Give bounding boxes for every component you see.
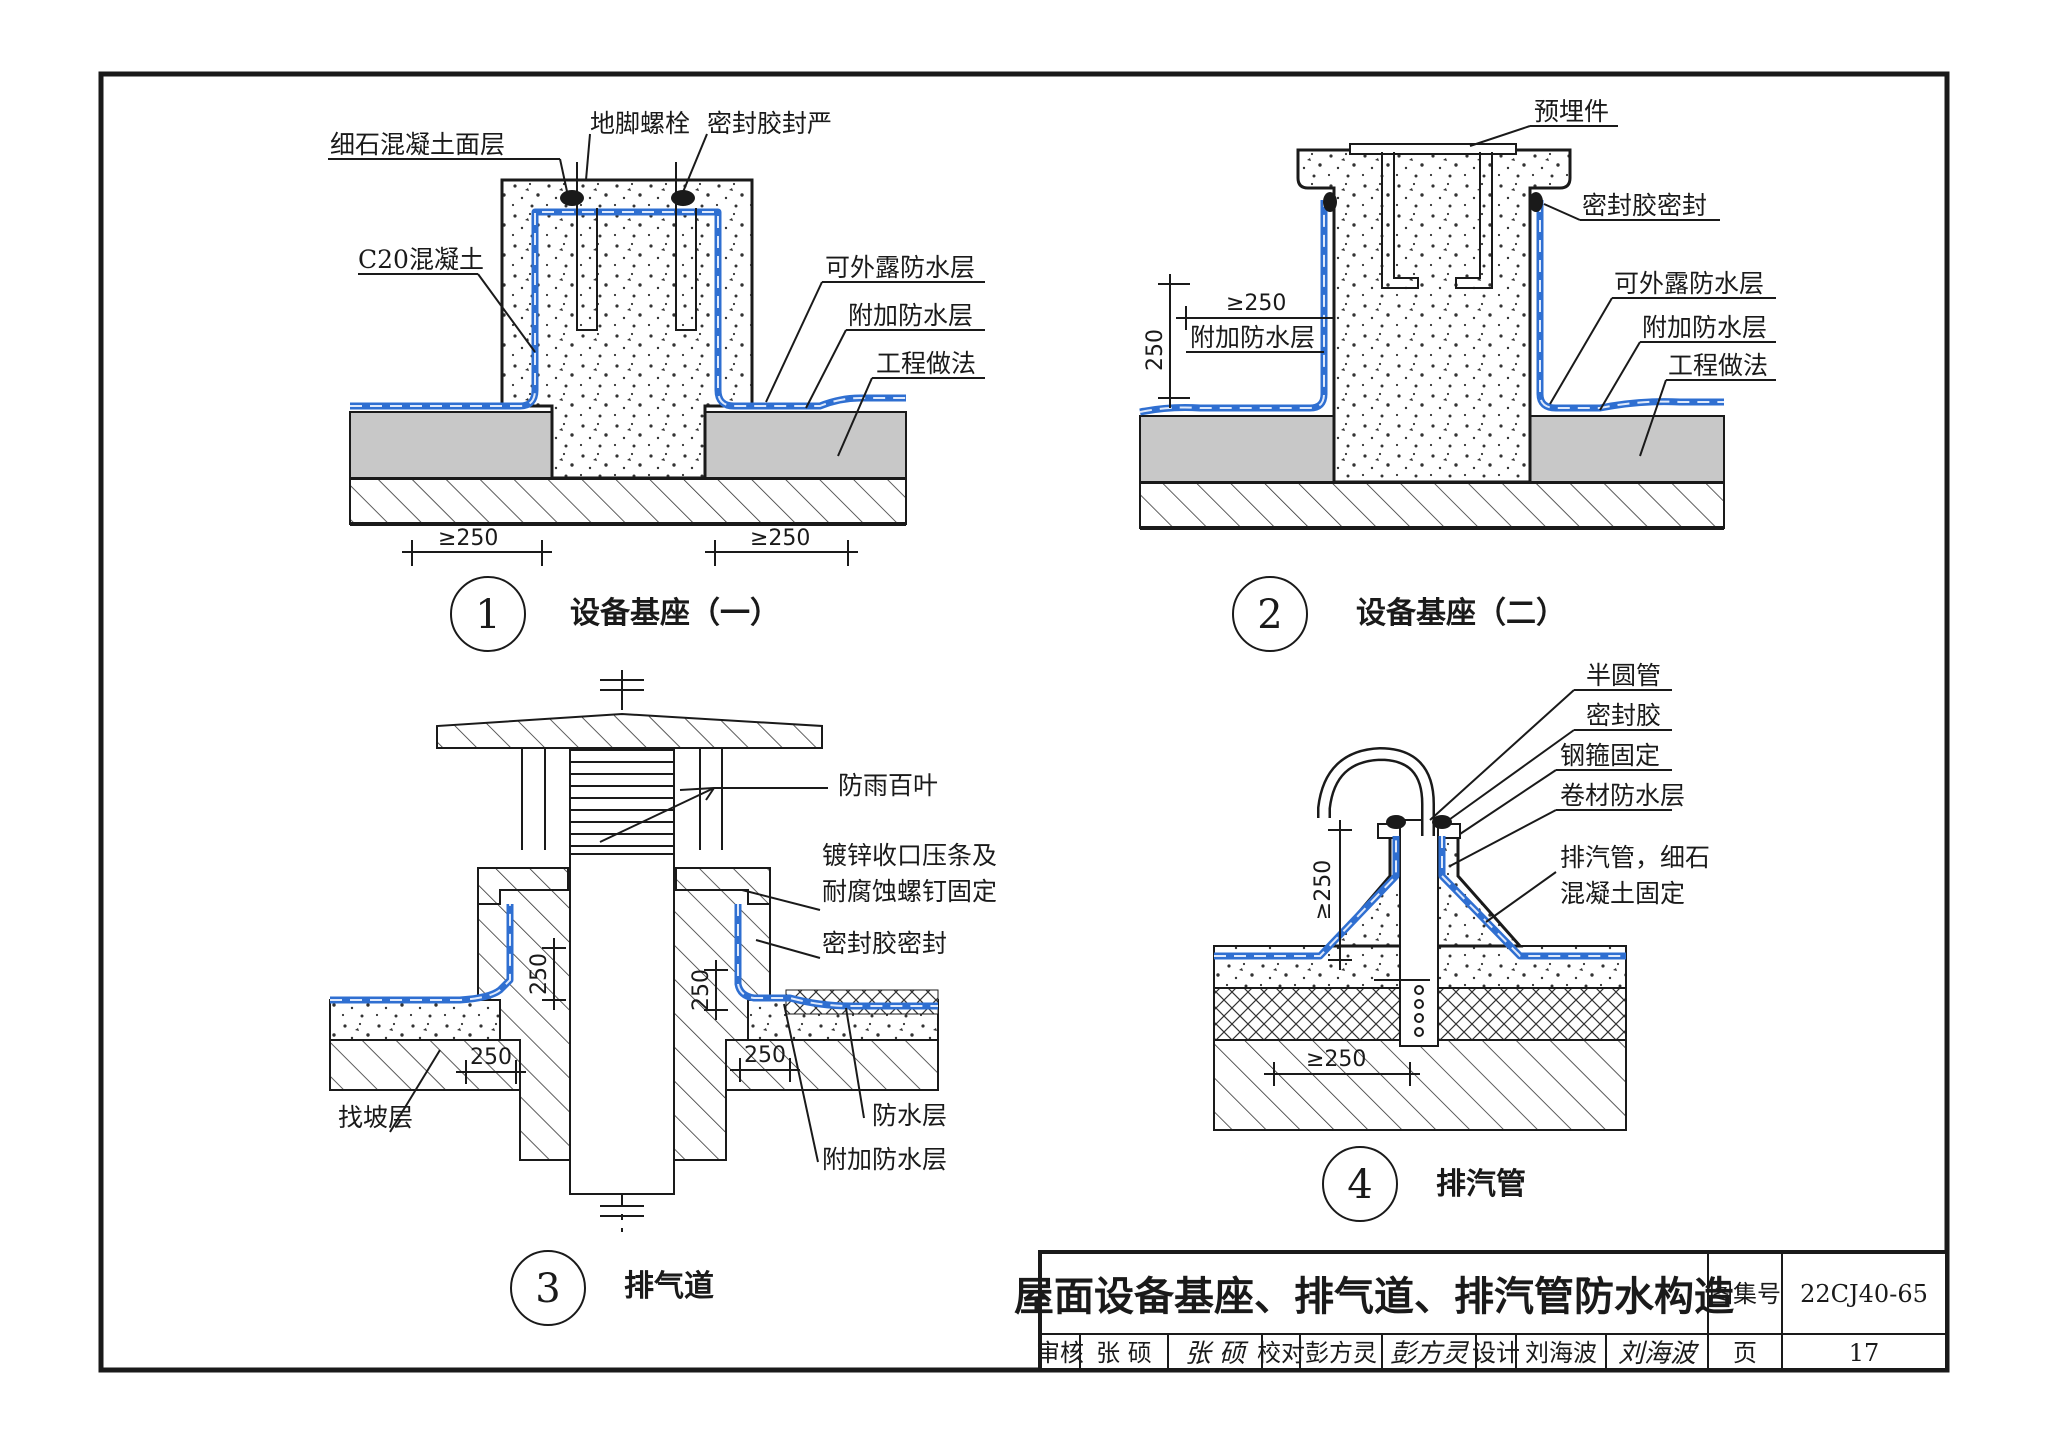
detail-3-number-circle <box>510 1250 586 1326</box>
detail-1-roof-layer-right <box>704 411 907 479</box>
detail-2-sealant-left <box>1323 192 1337 212</box>
detail-4: 半圆管 密封胶 钢箍固定 卷材防水层 排汽管，细石 混凝土固定 ≥250 ≥25… <box>1213 661 1710 1222</box>
detail-4-vent-pipe <box>1399 819 1439 1047</box>
detail-1-sealant-left <box>560 190 584 206</box>
atlas-number: 22CJ40-65 <box>1800 1280 1928 1308</box>
detail-4-sealant-right <box>1432 815 1452 829</box>
detail-3-label-sealant: 密封胶密封 <box>822 929 947 958</box>
detail-4-label-hoop: 钢箍固定 <box>1560 741 1660 770</box>
detail-1-label-c20: C20混凝土 <box>358 245 484 274</box>
detail-3-label-louver: 防雨百叶 <box>838 771 938 800</box>
detail-4-label-pipe-2: 混凝土固定 <box>1560 879 1685 908</box>
detail-1-label-project: 工程做法 <box>876 349 976 378</box>
detail-1-number-circle <box>450 576 526 652</box>
detail-4-number-circle <box>1322 1146 1398 1222</box>
detail-4-title: 排汽管 <box>1436 1167 1526 1202</box>
detail-2-label-embed: 预埋件 <box>1534 97 1609 126</box>
detail-1: 细石混凝土面层 地脚螺栓 密封胶封严 C20混凝土 可外露防水层 附加防水层 工… <box>328 109 985 652</box>
detail-4-label-pipe-1: 排汽管，细石 <box>1560 843 1710 872</box>
detail-3: 防雨百叶 镀锌收口压条及 耐腐蚀螺钉固定 密封胶密封 找坡层 防水层 附加防水层… <box>329 670 997 1326</box>
detail-1-sealant-right <box>671 190 695 206</box>
detail-2-sealant-right <box>1529 192 1543 212</box>
detail-2-dim-vertical: 250 <box>1143 329 1168 371</box>
detail-3-cap-flashing-left <box>477 867 569 905</box>
designer-signature: 刘海波 <box>1618 1339 1700 1369</box>
detail-2-embedded-plate <box>1349 143 1517 155</box>
detail-3-label-waterproof: 防水层 <box>872 1101 947 1130</box>
detail-3-dim-left-vertical: 250 <box>527 953 552 995</box>
title-block-frame <box>1038 1250 1949 1372</box>
detail-2-roof-layer-left <box>1139 415 1335 483</box>
detail-1-label-bolt: 地脚螺栓 <box>590 109 690 138</box>
detail-1-label-topping: 细石混凝土面层 <box>330 130 505 159</box>
detail-4-dim-vertical: ≥250 <box>1311 860 1336 920</box>
detail-4-sealant-left <box>1386 815 1406 829</box>
drawing-title: 屋面设备基座、排气道、排汽管防水构造 <box>1014 1274 1734 1320</box>
detail-1-roof-layer-left <box>349 411 553 479</box>
reviewer-signature: 张 硕 <box>1185 1339 1249 1369</box>
detail-1-label-additional: 附加防水层 <box>848 301 973 330</box>
page-label: 页 <box>1733 1339 1757 1367</box>
detail-2: 预埋件 密封胶密封 可外露防水层 附加防水层 工程做法 附加防水层 ≥250 2… <box>1139 97 1776 652</box>
detail-4-structural-slab <box>1213 1039 1627 1131</box>
detail-1-dim-right: ≥250 <box>750 526 810 551</box>
detail-2-number: 2 <box>1257 592 1282 638</box>
detail-4-dim-horizontal: ≥250 <box>1306 1047 1366 1072</box>
detail-3-structural-slab-right <box>725 1039 939 1091</box>
detail-2-label-sealant: 密封胶密封 <box>1582 191 1707 220</box>
detail-3-label-additional: 附加防水层 <box>822 1145 947 1174</box>
detail-1-structural-slab <box>349 477 907 525</box>
detail-1-label-sealant: 密封胶封严 <box>707 109 832 138</box>
detail-3-slope-layer-left <box>329 999 501 1041</box>
detail-3-dim-right-horizontal: 250 <box>744 1043 786 1068</box>
detail-3-cap-flashing-right <box>675 867 771 905</box>
detail-2-concrete-base <box>1296 148 1572 484</box>
detail-2-label-exposed: 可外露防水层 <box>1614 269 1764 298</box>
check-label: 校对 <box>1257 1339 1305 1367</box>
detail-1-label-exposed: 可外露防水层 <box>825 253 975 282</box>
detail-3-number: 3 <box>535 1266 560 1312</box>
detail-4-label-halfpipe: 半圆管 <box>1586 661 1661 690</box>
detail-2-label-additional-right: 附加防水层 <box>1642 313 1767 342</box>
page-number: 17 <box>1849 1339 1880 1367</box>
detail-1-dim-left: ≥250 <box>438 526 498 551</box>
designer-name: 刘海波 <box>1525 1339 1597 1367</box>
detail-2-number-circle <box>1232 576 1308 652</box>
detail-3-title: 排气道 <box>624 1269 714 1304</box>
sheet-border <box>98 71 1950 1373</box>
detail-3-label-strip-2: 耐腐蚀螺钉固定 <box>822 877 997 906</box>
detail-2-label-project: 工程做法 <box>1668 351 1768 380</box>
detail-2-dim-horizontal: ≥250 <box>1226 291 1286 316</box>
detail-3-structural-slab-left <box>329 1039 521 1091</box>
detail-4-number: 4 <box>1347 1162 1372 1208</box>
detail-4-label-sealant: 密封胶 <box>1586 701 1661 730</box>
reviewer-name: 张 硕 <box>1096 1339 1152 1367</box>
detail-2-label-additional-left: 附加防水层 <box>1190 323 1315 352</box>
checker-name: 彭方灵 <box>1305 1339 1377 1367</box>
atlas-label: 图集号 <box>1709 1280 1781 1308</box>
detail-1-anchor-bolt-right <box>675 162 697 331</box>
detail-1-title: 设备基座（一） <box>570 596 780 631</box>
detail-3-flue-pipe <box>569 853 675 1195</box>
detail-3-louver <box>569 749 675 855</box>
detail-3-dim-left-horizontal: 250 <box>470 1045 512 1070</box>
checker-signature: 彭方灵 <box>1390 1339 1470 1369</box>
detail-2-title: 设备基座（二） <box>1356 596 1566 631</box>
title-block: 屋面设备基座、排气道、排汽管防水构造 图集号 22CJ40-65 审核 张 硕 … <box>1014 1250 1949 1372</box>
detail-2-roof-layer-right <box>1529 415 1725 483</box>
detail-1-anchor-bolt-left <box>576 162 598 331</box>
detail-3-rain-cap <box>436 712 823 749</box>
detail-2-embedded-anchor-left <box>1381 152 1419 289</box>
detail-3-label-slope: 找坡层 <box>338 1103 413 1132</box>
detail-4-label-membrane: 卷材防水层 <box>1560 781 1685 810</box>
detail-1-number: 1 <box>475 592 500 638</box>
design-label: 设计 <box>1472 1339 1520 1367</box>
detail-2-structural-slab <box>1139 481 1725 529</box>
detail-3-dim-right-vertical: 250 <box>689 969 714 1011</box>
detail-3-label-strip-1: 镀锌收口压条及 <box>822 841 997 870</box>
detail-2-embedded-anchor-right <box>1455 152 1493 289</box>
review-label: 审核 <box>1036 1339 1084 1367</box>
